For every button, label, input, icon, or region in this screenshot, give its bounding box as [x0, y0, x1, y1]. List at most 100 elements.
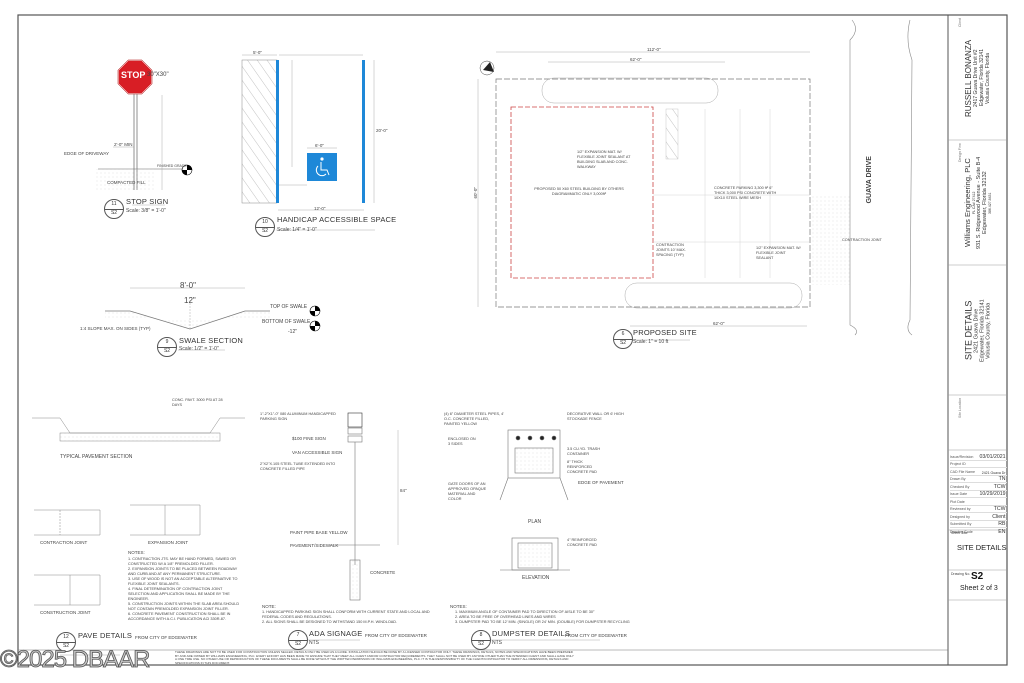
site-location-panel: Site Location: [958, 398, 962, 419]
contraction-joint-label: CONTRACTION JOINT: [40, 540, 88, 545]
handicap-space-detail: [241, 54, 375, 231]
edge-driveway-label: EDGE OF DRIVEWAY: [64, 151, 110, 156]
contraction-note: CONTRACTION JOINTS 10' MAX. SPACING (TYP…: [656, 243, 686, 257]
swale-scale: Scale: 1/2" = 1'-0": [179, 346, 219, 352]
width-dimension: 12'-0": [314, 206, 326, 211]
swale-title: SWALE SECTION: [179, 336, 243, 345]
pave-title: PAVE DETAILS: [78, 631, 133, 640]
swale-width: 8'-0": [180, 281, 196, 290]
design-firm-panel: Williams Engineering, PLC FL CA# 27412 9…: [958, 143, 992, 250]
aisle-dimension: 5'-0": [253, 50, 262, 55]
design-firm-name: Williams Engineering, PLC: [963, 158, 972, 248]
construction-joint-label: CONSTRUCTION JOINT: [40, 610, 91, 615]
dumpster-callout-edge: EDGE OF PAVEMENT: [578, 480, 624, 485]
expansion-note-1: 1/2" EXPANSION MAT. W/ FLEXIBLE JOINT SE…: [577, 150, 631, 169]
sheet-border: [17, 14, 1008, 666]
stop-sign-detail: [96, 59, 193, 206]
swale-slope-note: 1:4 SLOPE MAX. ON SIDES (TYP): [80, 326, 151, 331]
finished-grade-label: FINISHED GRADE: [157, 164, 187, 168]
dumpster-callout-wall: DECORATIVE WALL OR 6' HIGH STOCKADE FENC…: [567, 412, 624, 421]
ada-callout-tube: 2"X2"X.105 STEEL TUBE EXTENDED INTO CONC…: [260, 462, 336, 471]
handicap-scale: Scale: 1/4" = 1'-0": [277, 227, 317, 233]
dumpster-callout-enclosed: ENCLOSED ON 3 SIDES: [448, 437, 476, 446]
sheet-count: Sheet 2 of 3: [960, 585, 998, 592]
project-title: SITE DETAILS: [963, 300, 974, 361]
handicap-title: HANDICAP ACCESSIBLE SPACE: [277, 215, 397, 224]
bottom-of-swale-value: -12": [288, 329, 298, 335]
sheet-title: SITE DETAILS: [957, 543, 1007, 552]
pave-details-drawing: [32, 417, 245, 656]
stop-sign-title: STOP SIGN: [126, 197, 169, 206]
ada-callout-concrete: CONCRETE: [370, 570, 396, 575]
length-dimension: 20'-0": [376, 128, 388, 133]
watermark: ©2025 DBAAR: [0, 646, 151, 674]
contraction-joint-note: CONTRACTION JOINT: [842, 238, 882, 242]
pave-notes-label: NOTES:: [128, 550, 145, 555]
expansion-joint-label: EXPANSION JOINT: [148, 540, 189, 545]
site-depth-dimension: 60'-0": [472, 187, 478, 199]
drawing-no-label: Drawing No.: [951, 572, 971, 576]
building-note: PROPOSED 50 X60 STEEL BUILDING BY OTHERS…: [534, 187, 624, 196]
ada-height: 84": [400, 488, 407, 493]
min-dimension: 2'-0" MIN: [114, 142, 133, 147]
expansion-note-2: 1/2" EXPANSION MAT. W/ FLEXIBLE JOINT SE…: [756, 246, 801, 260]
dumpster-notes-label: NOTES:: [450, 604, 467, 609]
client-panel: RUSSELL BONANZA 2417 Guava Drive Unit #2…: [958, 18, 991, 117]
ada-title: ADA SIGNAGE: [309, 629, 363, 638]
bottom-of-swale: BOTTOM OF SWALE: [262, 319, 311, 325]
site-island-dimension: 62'-0": [630, 57, 642, 62]
road-label: GUAVA DRIVE: [865, 156, 873, 204]
parking-note: CONCRETE PARKING 3,300 ft² 6" THICK 3,00…: [714, 186, 777, 200]
dumpster-callout-gate: GATE DOORS OF AN APPROVED OPAQUE MATERIA…: [448, 482, 487, 501]
ada-callout-sign: 1"-2"X1"-0" 080 ALUMINUM HANDICAPPED PAR…: [260, 412, 336, 421]
stop-sign-size: 30"X30": [147, 72, 169, 78]
ada-callout-paint: PAINT PIPE BASE YELLOW: [290, 530, 348, 535]
dumpster-callout-pad: 8" THICK REINFORCED CONCRETE PAD: [567, 460, 597, 474]
site-total-dimension: 112'-0": [647, 47, 661, 52]
pave-source: FROM CITY OF EDGEWATER: [135, 635, 197, 640]
dumpster-callout-concrete: 4" REINFORCED CONCRETE PAD: [567, 538, 597, 547]
dumpster-plan-label: PLAN: [528, 519, 542, 525]
project-panel: SITE DETAILS 2421 Guava Drive Edgewater,…: [963, 299, 992, 362]
info-row: Plot Date: [949, 497, 1007, 506]
swale-section-detail: [105, 287, 321, 351]
conc-pavement-note: CONC. PAVT. 3000 PSI AT 28 DAYS: [172, 398, 223, 407]
dumpster-callout-container: 3.5 CU.YD. TRASH CONTAINER: [567, 447, 601, 456]
ada-signage-drawing: [308, 412, 399, 641]
site-island-dimension-bottom: 62'-0": [713, 321, 725, 326]
typical-pavement-label: TYPICAL PAVEMENT SECTION: [60, 454, 133, 460]
ada-callout-pavement: PAVEMENT/SIDEWALK: [290, 543, 339, 548]
dumpster-title: DUMPSTER DETAILS: [492, 629, 571, 638]
drawing-number: S2: [971, 571, 984, 582]
stop-sign-scale: Scale: 3/8" = 1'-0": [126, 208, 166, 214]
ada-callout-van: VAN ACCESSIBLE SIGN: [292, 450, 343, 455]
compacted-fill-label: COMPACTED FILL: [107, 180, 146, 185]
dumpster-notes: 1. MAXIMUM ANGLE OF CONTAINER PAD TO DIR…: [455, 610, 630, 624]
ada-source: FROM CITY OF EDGEWATER: [365, 633, 427, 638]
sheet-title-label: Sheet Title: [951, 531, 968, 535]
dumpster-scale: NTS: [492, 640, 502, 646]
ada-notes: 1. HANDICAPPED PARKING SIGN SHALL CONFOR…: [262, 610, 430, 624]
stop-sign-text: STOP: [121, 70, 146, 80]
swale-depth: 12": [184, 296, 196, 305]
proposed-site-plan: [477, 19, 913, 341]
ada-callout-fine: $100 FINE SIGN: [292, 436, 326, 441]
site-scale: Scale: 1" = 10 ft: [633, 339, 669, 345]
dumpster-elevation-label: ELEVATION: [522, 575, 550, 581]
symbol-dimension: 6'-0": [315, 143, 324, 148]
